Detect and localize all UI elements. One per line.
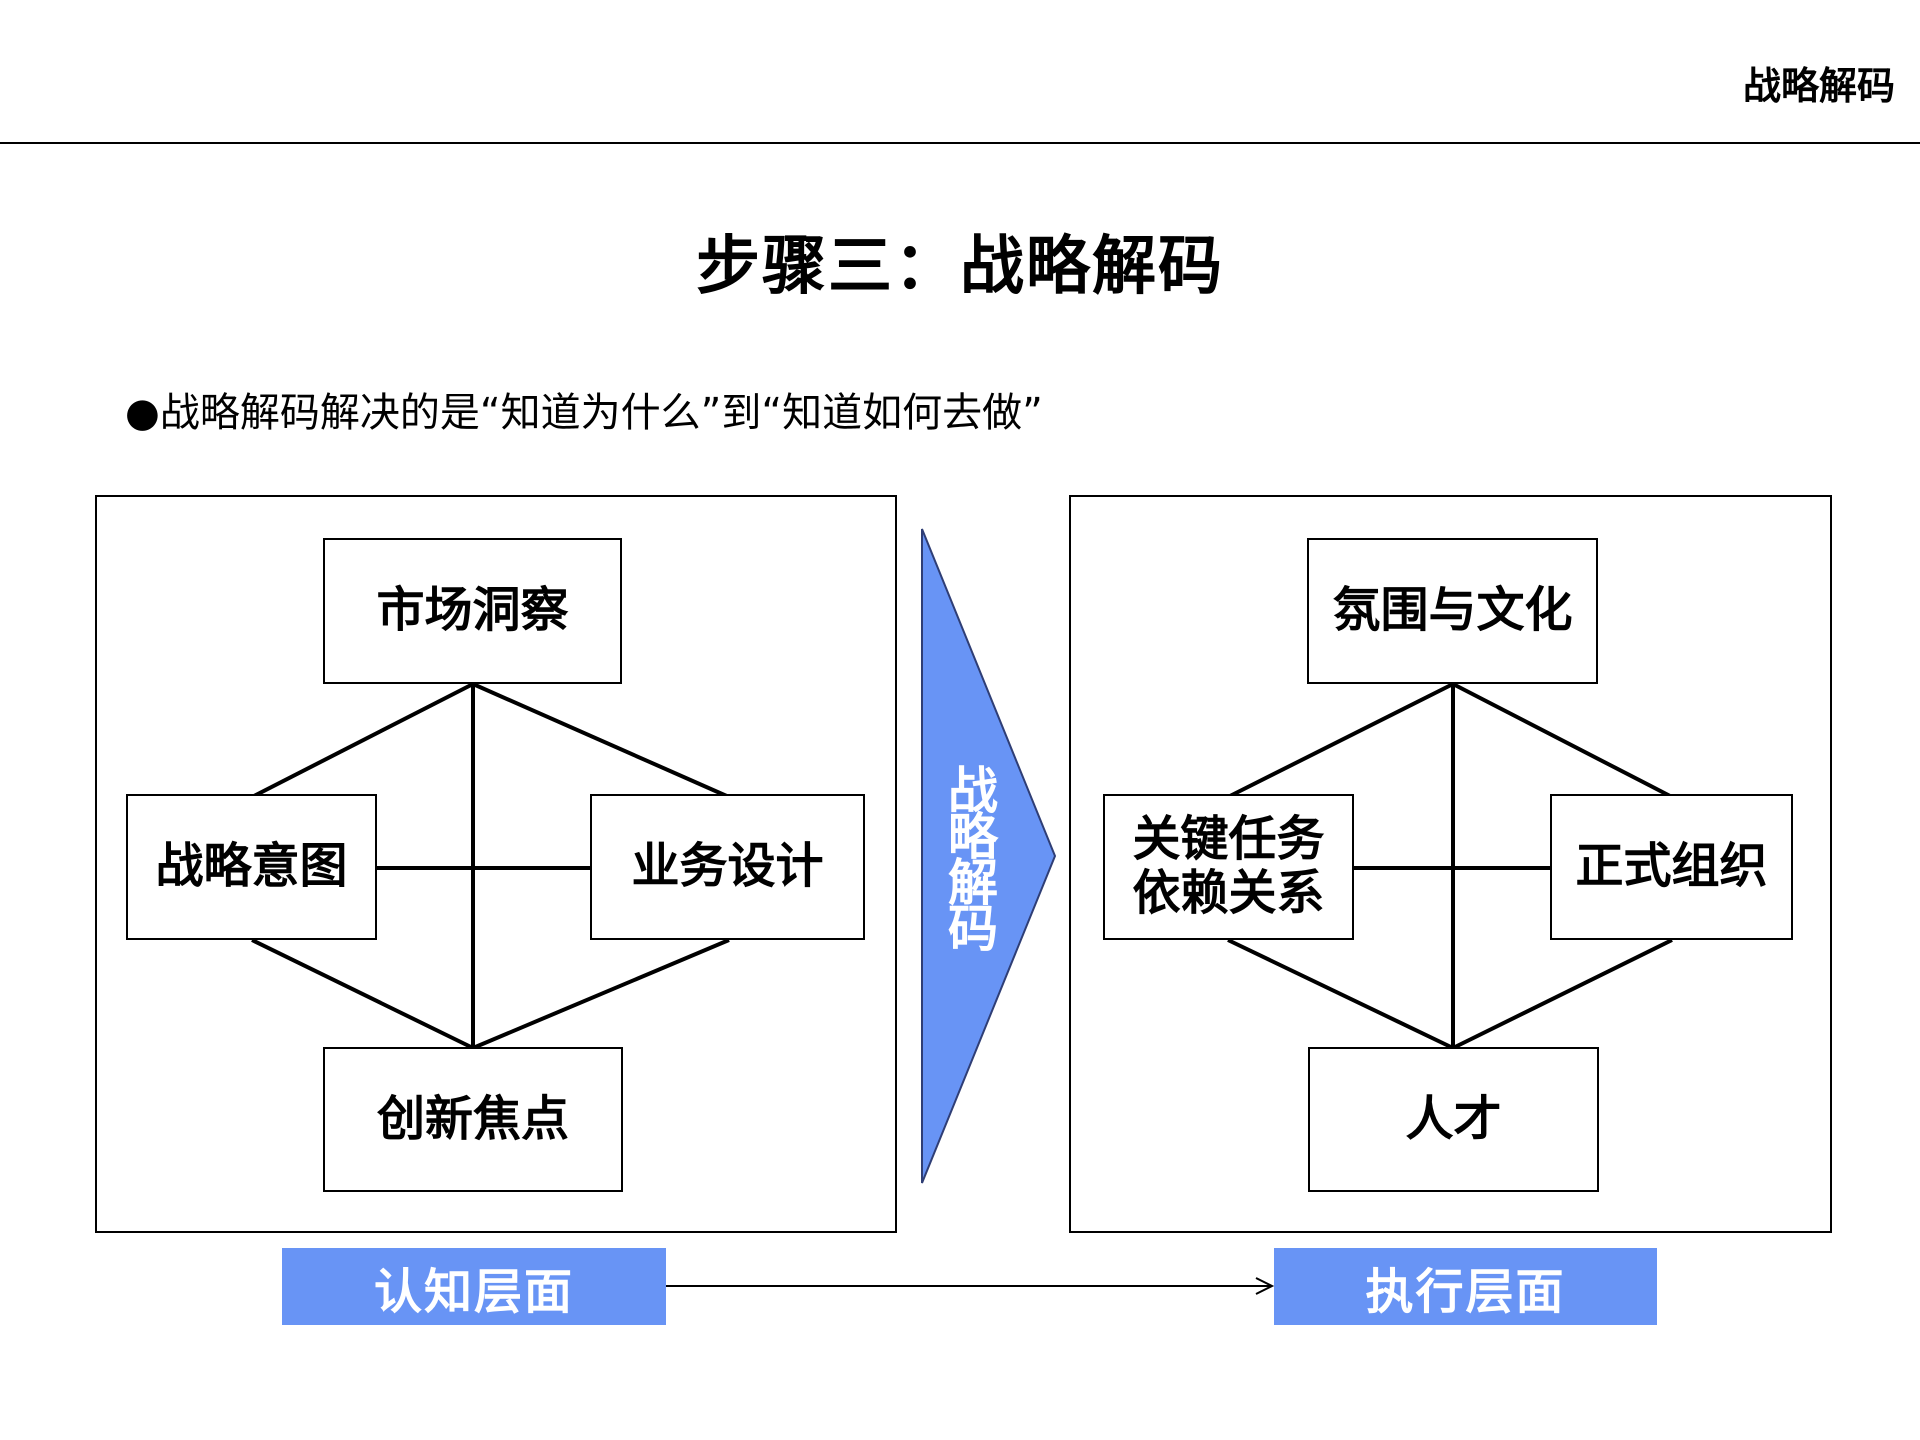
subtitle-bullet: ●战略解码解决的是“知道为什么”到“知道如何去做”	[125, 390, 1043, 436]
page-title: 步骤三：战略解码	[696, 230, 1224, 304]
header-label: 战略解码	[1742, 64, 1895, 108]
node-talent: 人才	[1308, 1047, 1599, 1192]
node-strategic-intent: 战略意图	[126, 794, 377, 940]
arrow-shape	[921, 528, 1057, 1184]
node-business-design: 业务设计	[590, 794, 865, 940]
strategy-decode-label: 战略解码	[948, 762, 998, 958]
node-market-insight: 市场洞察	[323, 538, 622, 684]
node-climate-culture: 氛围与文化	[1307, 538, 1598, 684]
node-formal-organization: 正式组织	[1550, 794, 1793, 940]
strategy-decode-arrow	[921, 528, 1057, 1184]
header-divider	[0, 142, 1920, 144]
cognition-level-label: 认知层面	[282, 1248, 666, 1325]
node-critical-tasks: 关键任务 依赖关系	[1103, 794, 1354, 940]
node-innovation-focus: 创新焦点	[323, 1047, 623, 1192]
execution-level-label: 执行层面	[1274, 1248, 1657, 1325]
